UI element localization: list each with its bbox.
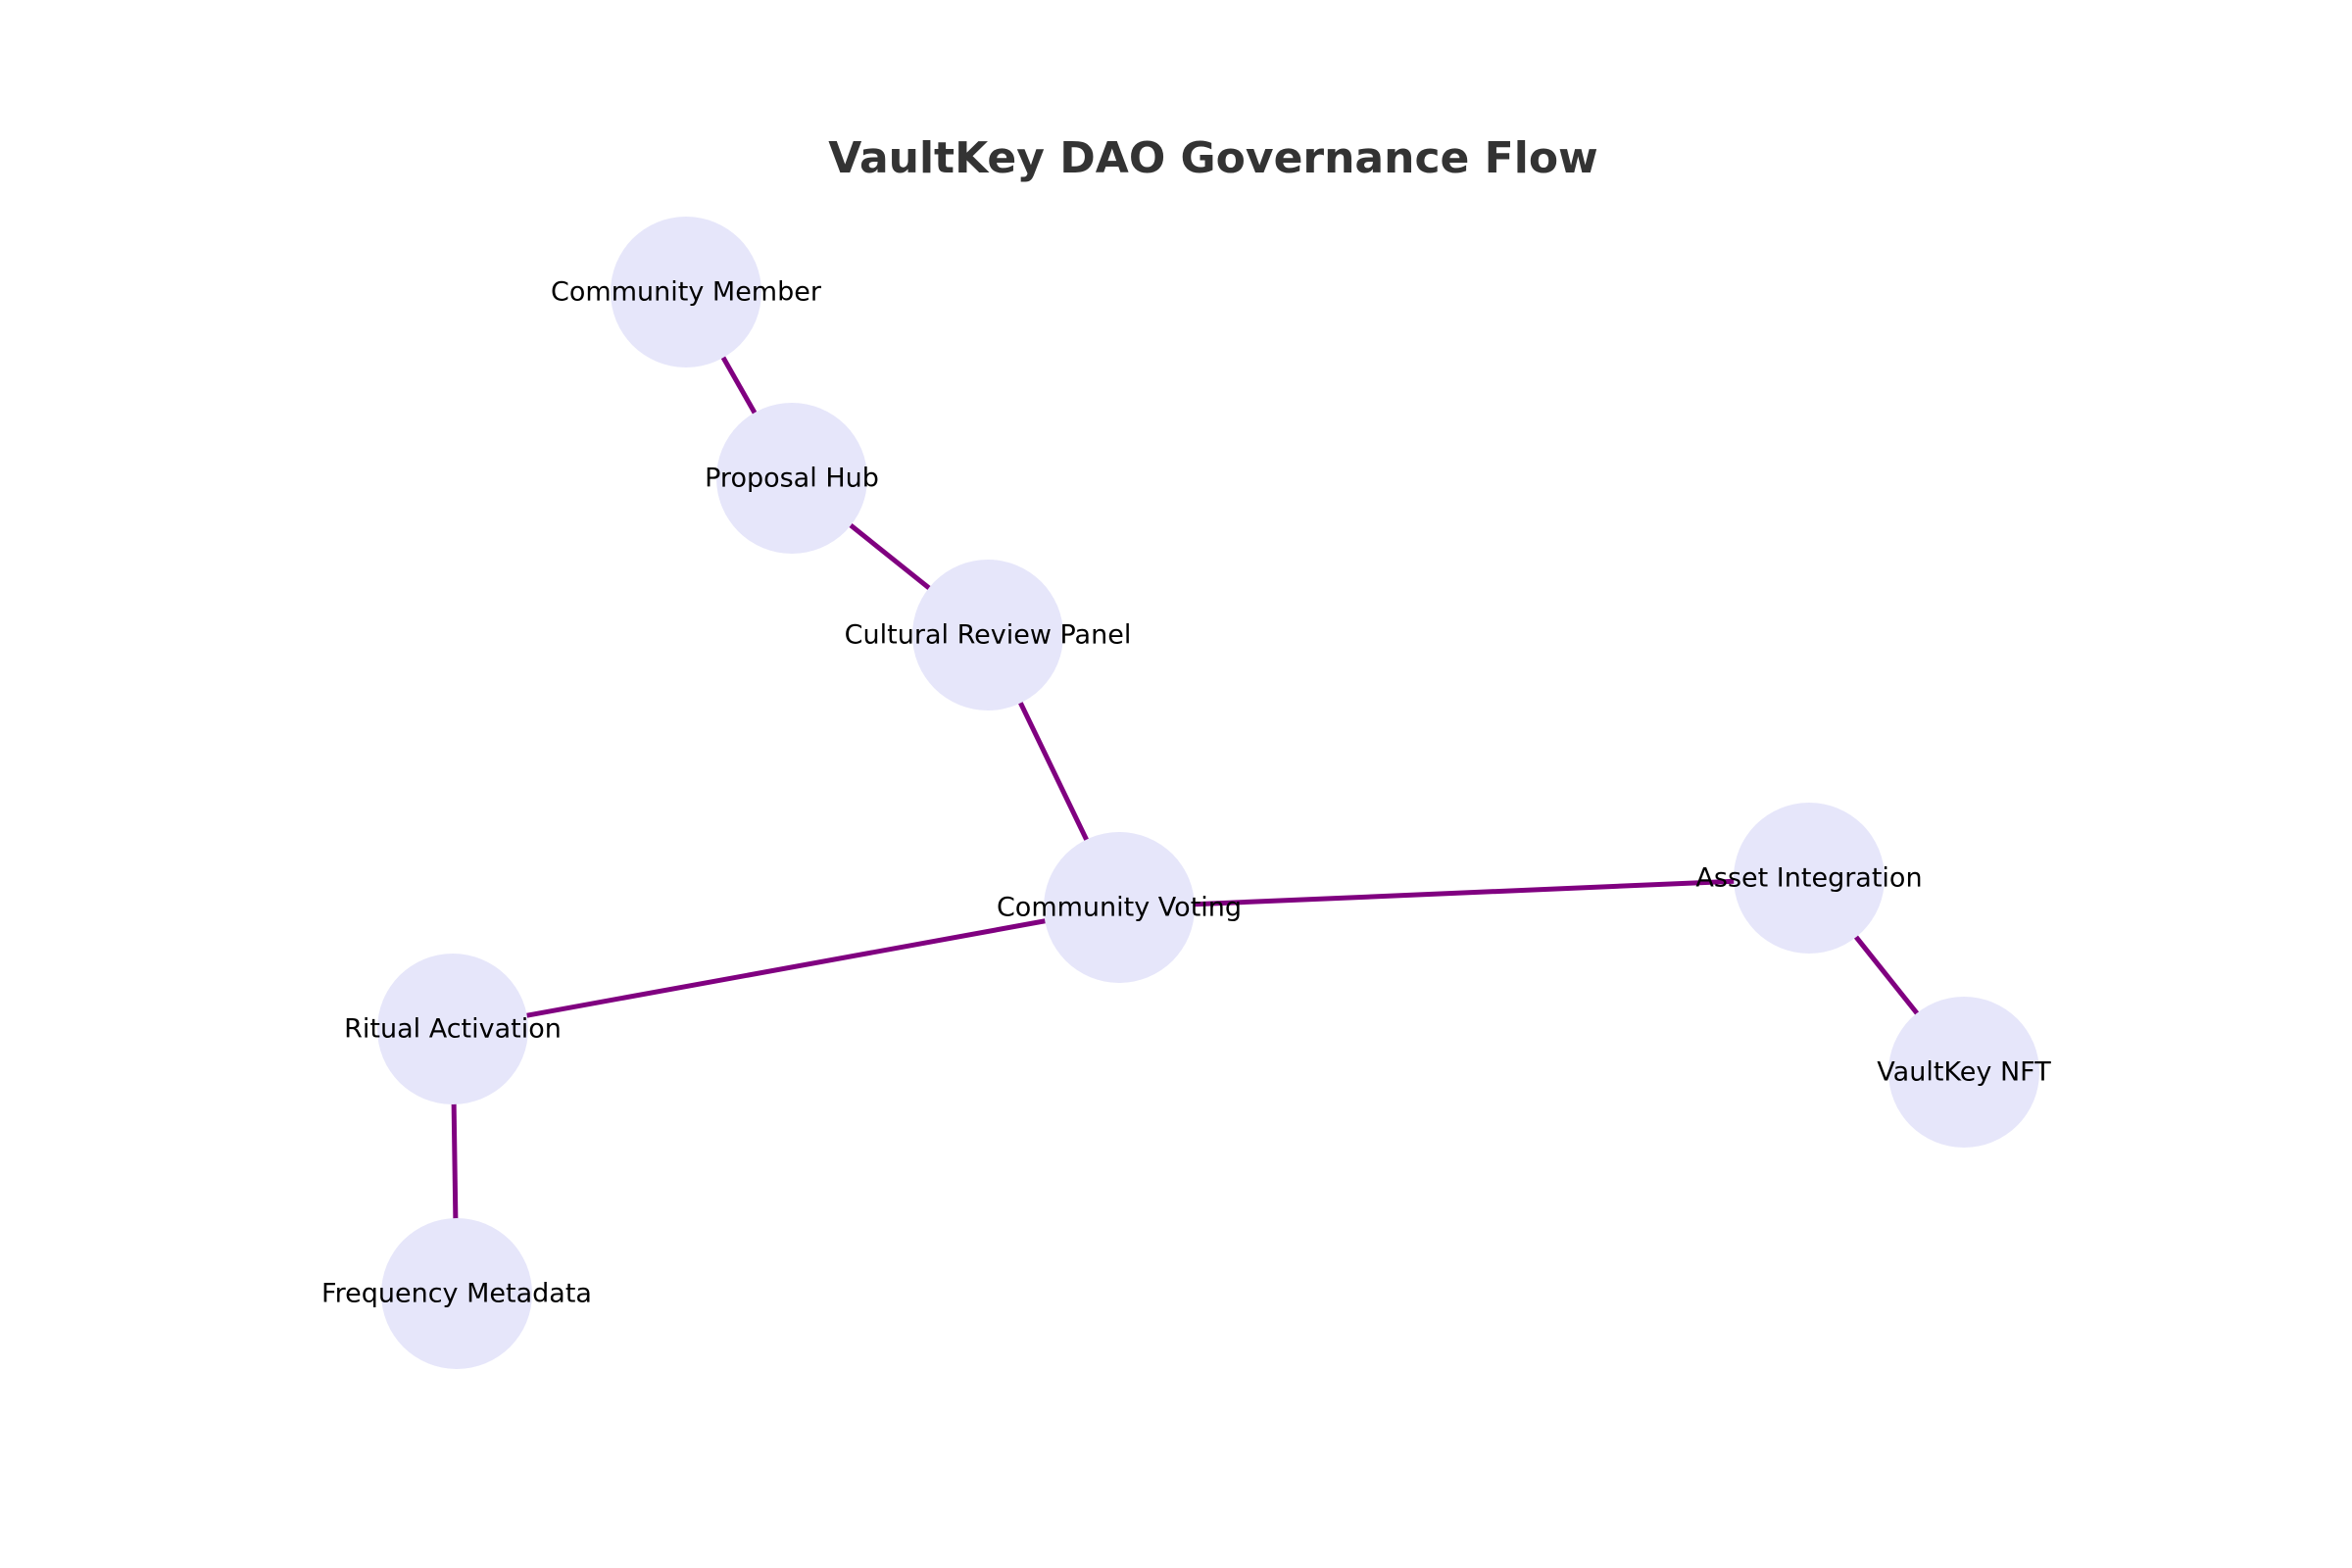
node-circle xyxy=(716,403,867,554)
node-label: Cultural Review Panel xyxy=(845,620,1132,651)
edges-layer xyxy=(450,290,1966,1295)
node-label: Community Voting xyxy=(997,893,1242,923)
node-community-member: Community Member xyxy=(551,217,822,368)
edge-community-voting-to-asset-integration xyxy=(1118,875,1810,910)
node-label: Ritual Activation xyxy=(344,1014,562,1045)
node-label: Frequency Metadata xyxy=(321,1279,592,1309)
node-label: Asset Integration xyxy=(1695,863,1922,894)
node-proposal-hub: Proposal Hub xyxy=(705,403,879,554)
node-circle xyxy=(1044,832,1195,983)
node-circle xyxy=(377,954,528,1104)
node-circle xyxy=(611,217,761,368)
node-label: VaultKey NFT xyxy=(1877,1057,2051,1088)
diagram-title: VaultKey DAO Governance Flow xyxy=(828,133,1597,183)
node-circle xyxy=(381,1218,532,1369)
node-asset-integration: Asset Integration xyxy=(1695,803,1923,954)
node-label: Proposal Hub xyxy=(705,464,879,494)
node-community-voting: Community Voting xyxy=(997,832,1242,983)
node-vaultkey-nft: VaultKey NFT xyxy=(1877,997,2051,1148)
node-frequency-metadata: Frequency Metadata xyxy=(321,1218,592,1369)
node-label: Community Member xyxy=(551,277,822,308)
node-ritual-activation: Ritual Activation xyxy=(344,954,562,1104)
node-cultural-review-panel: Cultural Review Panel xyxy=(845,560,1132,710)
edge-community-voting-to-ritual-activation xyxy=(452,905,1120,1032)
node-circle xyxy=(1888,997,2039,1148)
node-circle xyxy=(912,560,1063,710)
node-circle xyxy=(1734,803,1885,954)
